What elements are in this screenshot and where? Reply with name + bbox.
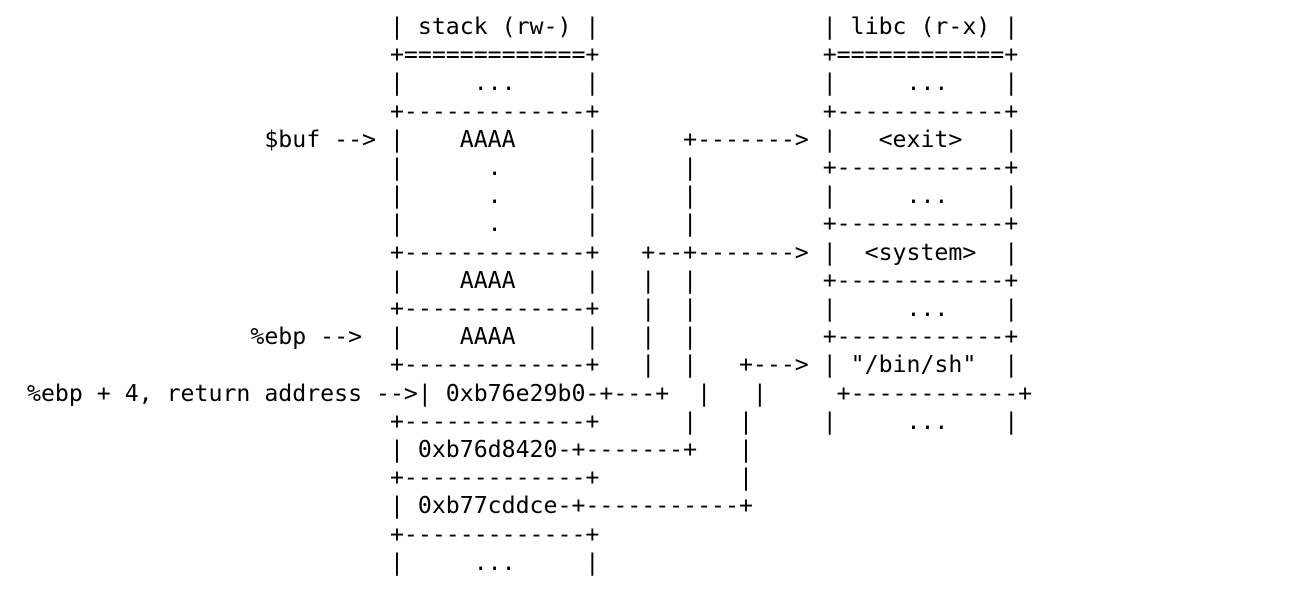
diagram-line: +-------------+ | | | ... | xyxy=(27,407,1019,435)
diagram-line: +-------------+ | xyxy=(27,464,753,492)
ascii-diagram: | stack (rw-) | | libc (r-x) | +========… xyxy=(27,13,1032,577)
diagram-line: | stack (rw-) | | libc (r-x) | xyxy=(27,13,1019,40)
diagram-line: %ebp + 4, return address -->| 0xb76e29b0… xyxy=(27,379,1033,407)
diagram-line: +=============+ +============+ xyxy=(27,41,1019,69)
diagram-line: +-------------+ | | | ... | xyxy=(27,295,1019,323)
diagram-line: +-------------+ | | +---> | "/bin/sh" | xyxy=(27,351,1019,379)
diagram-line: %ebp --> | AAAA | | | +------------+ xyxy=(27,323,1019,351)
diagram-line: | 0xb77cddce-+-----------+ xyxy=(27,492,753,520)
diagram-line: +-------------+ +--+-------> | <system> … xyxy=(27,238,1019,266)
diagram-line: +-------------+ xyxy=(27,520,600,548)
diagram-line: | . | | +------------+ xyxy=(27,210,1019,238)
diagram-line: +-------------+ +------------+ xyxy=(27,97,1019,125)
diagram-line: | . | | +------------+ xyxy=(27,154,1019,182)
diagram-line: | . | | | ... | xyxy=(27,182,1019,210)
diagram-line: | ... | xyxy=(27,548,600,576)
diagram-line: | 0xb76d8420-+-------+ | xyxy=(27,436,753,464)
diagram-line: $buf --> | AAAA | +-------> | <exit> | xyxy=(27,125,1019,153)
diagram-line: | ... | | ... | xyxy=(27,69,1019,97)
diagram-line: | AAAA | | | +------------+ xyxy=(27,266,1019,294)
